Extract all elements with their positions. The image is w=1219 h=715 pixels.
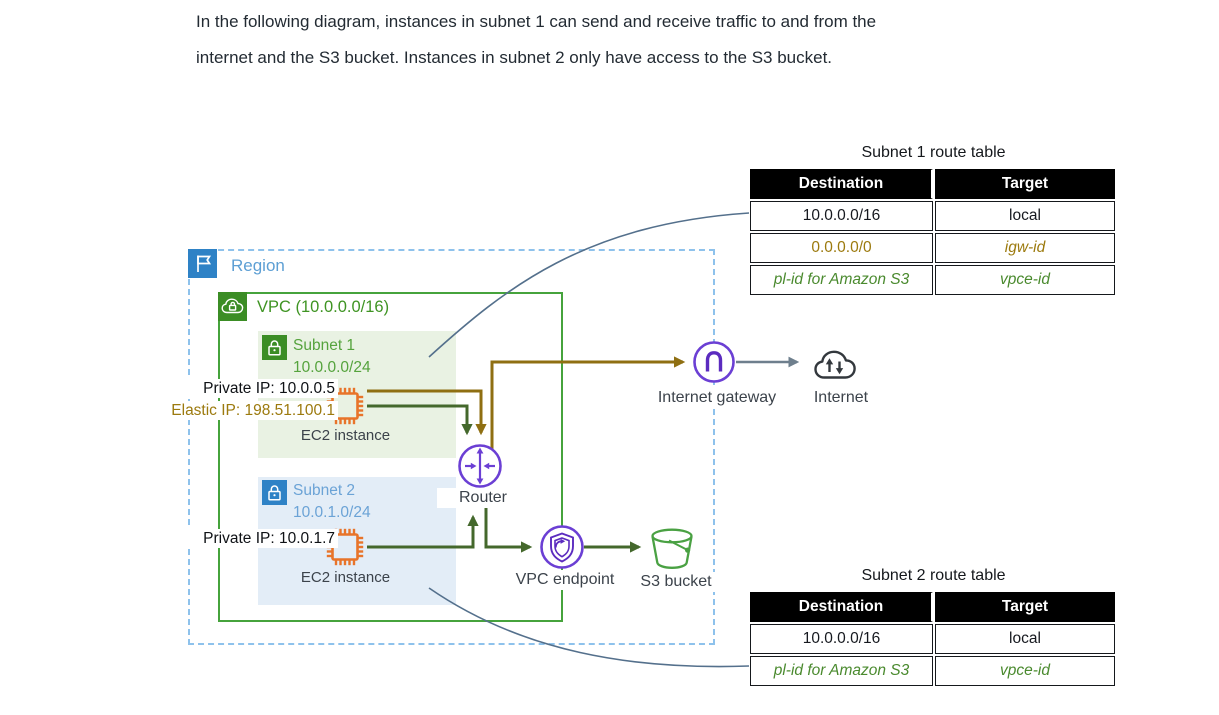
- connector-subnet2-to-route-table: [428, 587, 750, 668]
- region-label: Region: [231, 256, 285, 275]
- flow-router-to-internet-gateway: [490, 356, 686, 450]
- rt2-header-destination: Destination: [750, 592, 933, 622]
- rt2-row1-target: local: [935, 624, 1115, 654]
- rt1-header-destination: Destination: [750, 169, 933, 199]
- connector-subnet1-to-route-table: [428, 212, 750, 358]
- s3-bucket-icon: [651, 528, 693, 569]
- subnet2-name: Subnet 2: [293, 482, 356, 499]
- private-ip-1-label: Private IP: 10.0.0.5: [110, 379, 338, 399]
- intro-paragraph: In the following diagram, instances in s…: [196, 4, 1006, 76]
- subnet1-cidr: 10.0.0.0/24: [293, 359, 371, 376]
- vpc-boundary: [218, 292, 563, 622]
- subnet1-name: Subnet 1: [293, 337, 356, 354]
- vpc-label: VPC (10.0.0.0/16): [257, 298, 390, 316]
- vpc-endpoint-icon: [540, 525, 584, 569]
- ec2-instance-1-label: EC2 instance: [300, 427, 391, 444]
- flow-ec2-1-to-router-local: [367, 404, 473, 436]
- router-icon: [458, 444, 502, 488]
- rt1-row3-destination: pl-id for Amazon S3: [750, 265, 933, 295]
- rt2-row2-destination: pl-id for Amazon S3: [750, 656, 933, 686]
- rt1-row1-target: local: [935, 201, 1115, 231]
- internet-gateway-icon: [693, 341, 735, 383]
- rt1-row1-destination: 10.0.0.0/16: [750, 201, 933, 231]
- internet-gateway-label: Internet gateway: [644, 388, 790, 408]
- flow-router-to-vpc-endpoint: [484, 507, 533, 553]
- rt2-header-target: Target: [935, 592, 1115, 622]
- subnet2-route-table-title: Subnet 2 route table: [861, 567, 1006, 584]
- vpc-cloud-lock-icon: [218, 292, 247, 321]
- internet-cloud-icon: [814, 350, 856, 379]
- private-ip-2-label: Private IP: 10.0.1.7: [110, 529, 338, 549]
- internet-label: Internet: [799, 388, 883, 408]
- flow-ec2-2-to-router: [367, 514, 479, 549]
- ec2-instance-2-label: EC2 instance: [300, 569, 391, 586]
- s3-bucket-label: S3 bucket: [627, 572, 725, 592]
- elastic-ip-1-label: Elastic IP: 198.51.100.1: [90, 401, 338, 421]
- flow-ec2-1-to-router-internet: [367, 389, 487, 436]
- vpc-endpoint-label: VPC endpoint: [499, 570, 631, 590]
- rt1-header-target: Target: [935, 169, 1115, 199]
- rt2-row1-destination: 10.0.0.0/16: [750, 624, 933, 654]
- subnet2-padlock-icon: [262, 480, 287, 505]
- intro-line-1: In the following diagram, instances in s…: [196, 12, 877, 31]
- subnet1-padlock-icon: [262, 335, 287, 360]
- subnet1-route-table: Subnet 1 route table Destination Target …: [750, 144, 1117, 295]
- region-flag-icon: [188, 249, 217, 278]
- subnet1-route-table-title: Subnet 1 route table: [861, 144, 1006, 161]
- region-boundary: [188, 249, 715, 645]
- subnet1-route-table-grid: Destination Target 10.0.0.0/16 local 0.0…: [750, 169, 1117, 295]
- rt2-row2-target: vpce-id: [935, 656, 1115, 686]
- rt1-row3-target: vpce-id: [935, 265, 1115, 295]
- intro-line-2: internet and the S3 bucket. Instances in…: [196, 48, 833, 67]
- rt1-row2-target: igw-id: [935, 233, 1115, 263]
- subnet2-cidr: 10.0.1.0/24: [293, 504, 371, 521]
- router-label: Router: [437, 488, 529, 508]
- rt1-row2-destination: 0.0.0.0/0: [750, 233, 933, 263]
- subnet2-route-table-grid: Destination Target 10.0.0.0/16 local pl-…: [750, 592, 1117, 686]
- subnet2-route-table: Subnet 2 route table Destination Target …: [750, 567, 1117, 686]
